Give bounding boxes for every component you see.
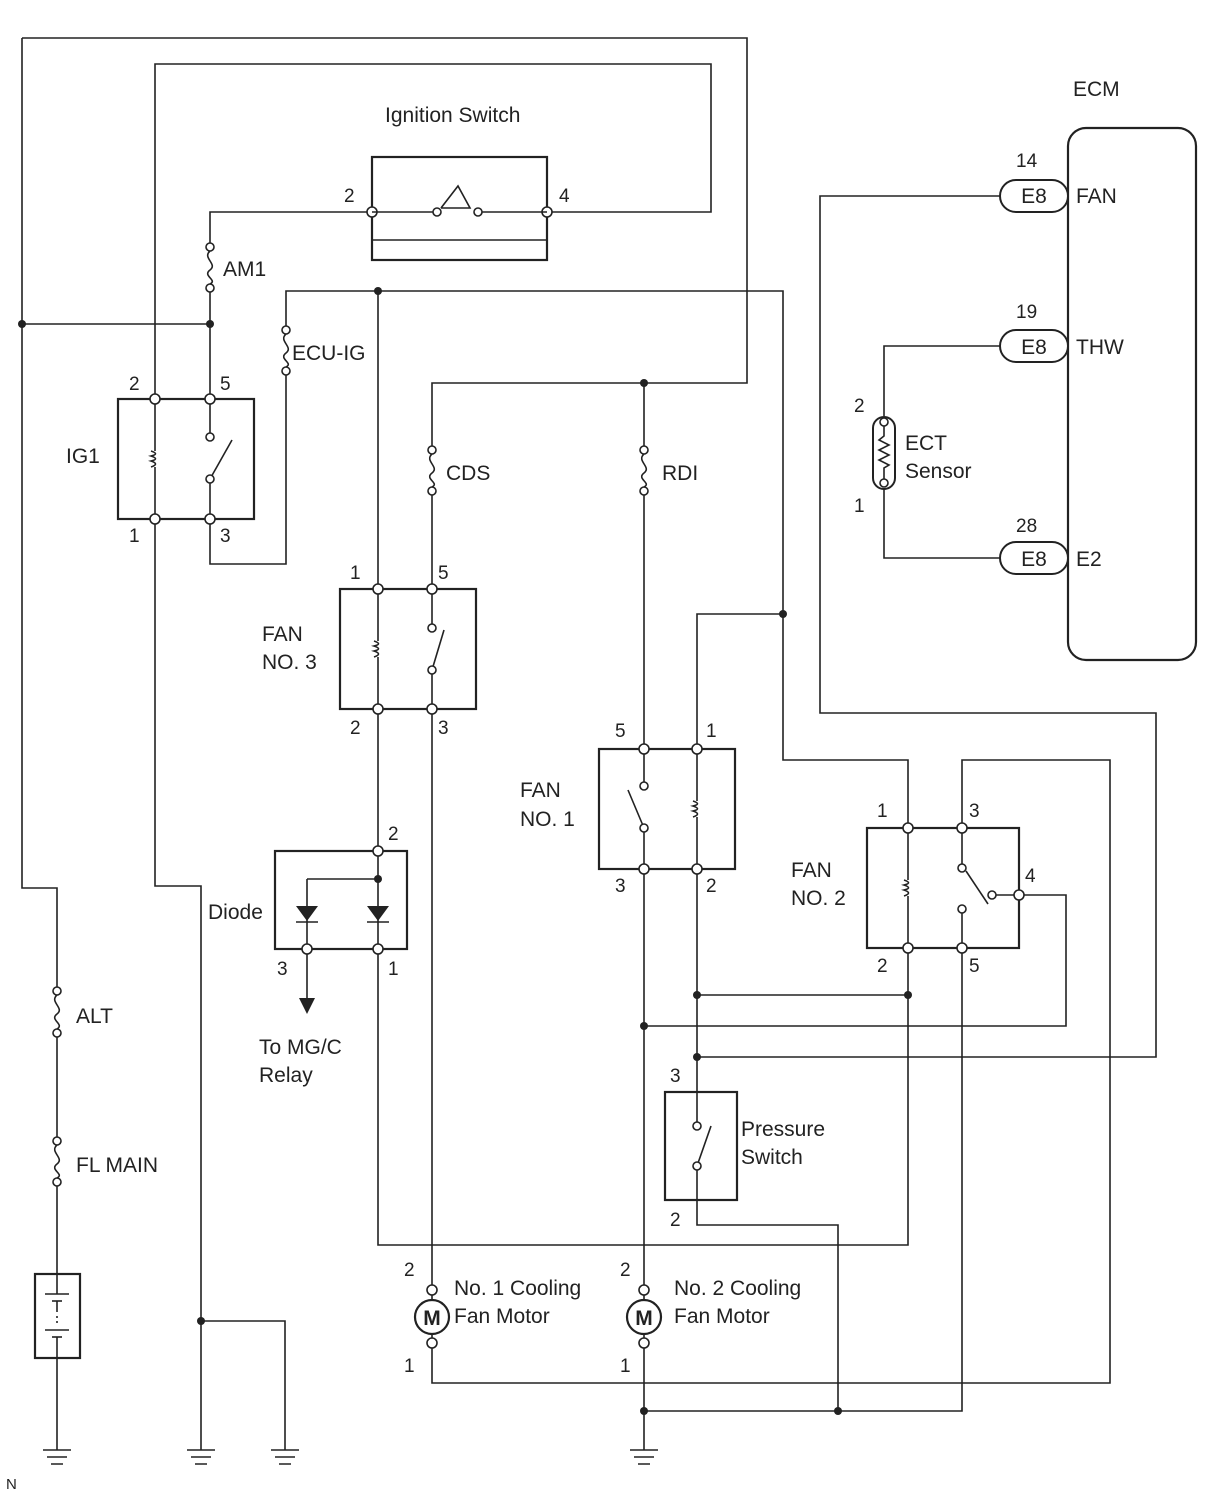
ig1-pin-3: 3 <box>220 526 231 547</box>
ecm-signal-fan: FAN <box>1076 185 1117 208</box>
pressure-switch: Pressure Switch 3 2 <box>663 1066 825 1231</box>
pressure-switch-label-2: Switch <box>741 1146 803 1169</box>
ig1-pin-5: 5 <box>220 374 231 395</box>
diode-pin-1: 1 <box>388 959 399 980</box>
fan-no2-pin-2: 2 <box>877 956 888 977</box>
pressure-switch-label-1: Pressure <box>741 1118 825 1141</box>
wires <box>21 37 1157 1450</box>
ecm-pin-19: 19 <box>1016 302 1037 323</box>
pressure-switch-pin-3: 3 <box>670 1066 681 1087</box>
diode-unit: Diode 2 3 1 To MG/C Relay <box>208 824 409 1087</box>
ecm-connector-e2: E8 <box>1021 548 1047 571</box>
fan-no1-label-2: NO. 1 <box>520 808 575 831</box>
fuse-alt: ALT <box>52 986 113 1038</box>
fan-no1-pin-5: 5 <box>615 721 626 742</box>
motor2-label-2: Fan Motor <box>674 1305 770 1328</box>
battery <box>33 1272 82 1360</box>
fuse-ecu-ig: ECU-IG <box>281 325 366 376</box>
ignition-pin-2: 2 <box>344 186 355 207</box>
diode-pin-2: 2 <box>388 824 399 845</box>
fan-no3-pin-5: 5 <box>438 563 449 584</box>
motor2-label-1: No. 2 Cooling <box>674 1277 801 1300</box>
fuse-fl-main: FL MAIN <box>52 1136 158 1187</box>
diode-note-1: To MG/C <box>259 1036 342 1059</box>
ect-sensor: ECT Sensor 2 1 <box>854 396 972 517</box>
fuse-rdi: RDI <box>639 445 698 496</box>
fan-no2-pin-3: 3 <box>969 801 980 822</box>
fl-main-label: FL MAIN <box>76 1154 158 1177</box>
motor2-pin-1: 1 <box>620 1356 631 1377</box>
ignition-pin-4: 4 <box>559 186 570 207</box>
fan-no3-pin-3: 3 <box>438 718 449 739</box>
fan-no1-relay: FAN NO. 1 5 1 3 2 <box>520 721 737 897</box>
fan-no2-relay: FAN NO. 2 1 3 4 2 5 <box>791 801 1036 977</box>
ig1-label: IG1 <box>66 445 100 468</box>
ig1-relay: IG1 2 5 1 3 <box>66 374 256 547</box>
motor1-label-1: No. 1 Cooling <box>454 1277 581 1300</box>
fan-no2-pin-5: 5 <box>969 956 980 977</box>
cooling-fan-motor-1: M No. 1 Cooling Fan Motor 2 1 <box>404 1260 581 1377</box>
corner-mark: N <box>6 1476 17 1493</box>
alt-label: ALT <box>76 1005 113 1028</box>
motor1-pin-2: 2 <box>404 1260 415 1281</box>
motor2-pin-2: 2 <box>620 1260 631 1281</box>
fan-no1-pin-2: 2 <box>706 876 717 897</box>
fan-no3-label-2: NO. 3 <box>262 651 317 674</box>
motor1-symbol: M <box>423 1307 441 1330</box>
fuse-am1: AM1 <box>205 242 266 293</box>
fan-no1-label-1: FAN <box>520 779 561 802</box>
ect-sensor-pin-2: 2 <box>854 396 865 417</box>
cds-label: CDS <box>446 462 490 485</box>
fuse-cds: CDS <box>427 445 490 496</box>
fan-no2-pin-1: 1 <box>877 801 888 822</box>
diode-label: Diode <box>208 901 263 924</box>
diode-note-2: Relay <box>259 1064 313 1087</box>
ignition-switch: Ignition Switch 2 4 <box>344 104 570 262</box>
fan-no3-label-1: FAN <box>262 623 303 646</box>
ignition-switch-label: Ignition Switch <box>385 104 520 127</box>
ecm: ECM E8 14 FAN E8 19 THW E8 28 E2 <box>999 78 1198 662</box>
motor1-label-2: Fan Motor <box>454 1305 550 1328</box>
rdi-label: RDI <box>662 462 698 485</box>
ecm-signal-thw: THW <box>1076 336 1124 359</box>
motor1-pin-1: 1 <box>404 1356 415 1377</box>
fan-no2-label-2: NO. 2 <box>791 887 846 910</box>
fan-no3-pin-2: 2 <box>350 718 361 739</box>
ecm-pin-14: 14 <box>1016 151 1038 172</box>
diode-pin-3: 3 <box>277 959 288 980</box>
ect-sensor-label-1: ECT <box>905 432 947 455</box>
junction-dots <box>18 287 912 1415</box>
fan-no3-relay: FAN NO. 3 1 5 2 3 <box>262 563 478 739</box>
fan-no1-pin-3: 3 <box>615 876 626 897</box>
ground-symbols <box>43 1449 658 1465</box>
ect-sensor-pin-1: 1 <box>854 496 865 517</box>
am1-label: AM1 <box>223 258 266 281</box>
ecm-pin-28: 28 <box>1016 516 1037 537</box>
fan-no2-label-1: FAN <box>791 859 832 882</box>
ecm-connector-fan: E8 <box>1021 185 1047 208</box>
ecm-connector-thw: E8 <box>1021 336 1047 359</box>
pressure-switch-pin-2: 2 <box>670 1210 681 1231</box>
ecm-label: ECM <box>1073 78 1120 101</box>
ig1-pin-2: 2 <box>129 374 140 395</box>
ecu-ig-label: ECU-IG <box>292 342 366 365</box>
cooling-fan-motor-2: M No. 2 Cooling Fan Motor 2 1 <box>620 1260 801 1377</box>
ecm-signal-e2: E2 <box>1076 548 1102 571</box>
fan-no2-pin-4: 4 <box>1025 866 1036 887</box>
motor2-symbol: M <box>635 1307 653 1330</box>
fan-no1-pin-1: 1 <box>706 721 717 742</box>
fan-no3-pin-1: 1 <box>350 563 361 584</box>
ig1-pin-1: 1 <box>129 526 140 547</box>
ect-sensor-label-2: Sensor <box>905 460 972 483</box>
